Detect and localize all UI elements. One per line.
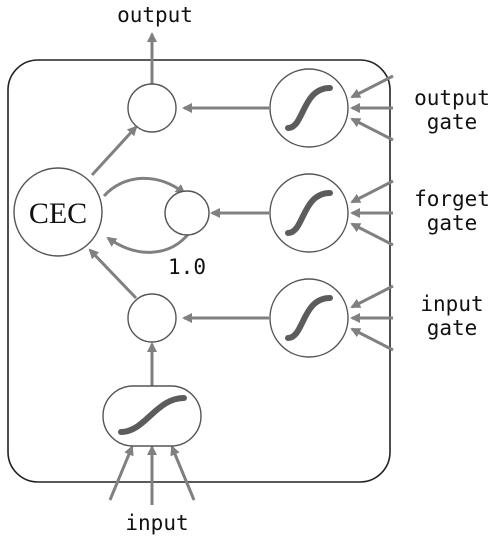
output-gate-node [269,68,349,148]
cell-input-arrow [170,445,196,501]
sigmoid-curve-icon [285,190,333,236]
recurrent-weight-label: 1.0 [168,255,206,279]
input-gate-label: input [420,292,483,316]
output-gate-label: gate [427,110,478,134]
cell-input-arrow [108,445,134,501]
forget-gate-input-arrow [350,179,394,204]
output-gate-input-arrow [350,74,394,99]
input-squash-node [102,385,202,447]
output-multiplier-node [127,83,177,133]
forget-gate-node [269,173,349,253]
forget-gate-label: gate [427,211,478,235]
memory-cell-box [7,59,391,483]
output-gate-input-arrow [350,117,394,142]
input-gate-node [269,278,349,358]
input-gate-to-cec-arrow [88,248,138,300]
cec-to-output-gate-arrow [90,125,138,177]
sigmoid-curve-icon [285,295,333,341]
forget-gate-input-arrow [350,222,394,247]
input-gate-input-arrow [350,284,394,309]
forget-multiplier-node [164,190,210,236]
forget-to-cec-arrow [106,231,192,254]
cec-to-forget-arrow [102,176,186,198]
input-gate-label: gate [427,316,478,340]
output-label: output [117,3,193,27]
cec-label: CEC [29,197,87,230]
forget-gate-label: forget [414,187,490,211]
input-gate-input-arrow [350,327,394,352]
input-label: input [125,511,188,535]
input-multiplier-node [127,293,177,343]
cec-node [13,167,103,257]
output-gate-label: output [414,86,490,110]
sigmoid-curve-icon [285,85,333,131]
sigmoid-curve-icon [118,395,187,435]
